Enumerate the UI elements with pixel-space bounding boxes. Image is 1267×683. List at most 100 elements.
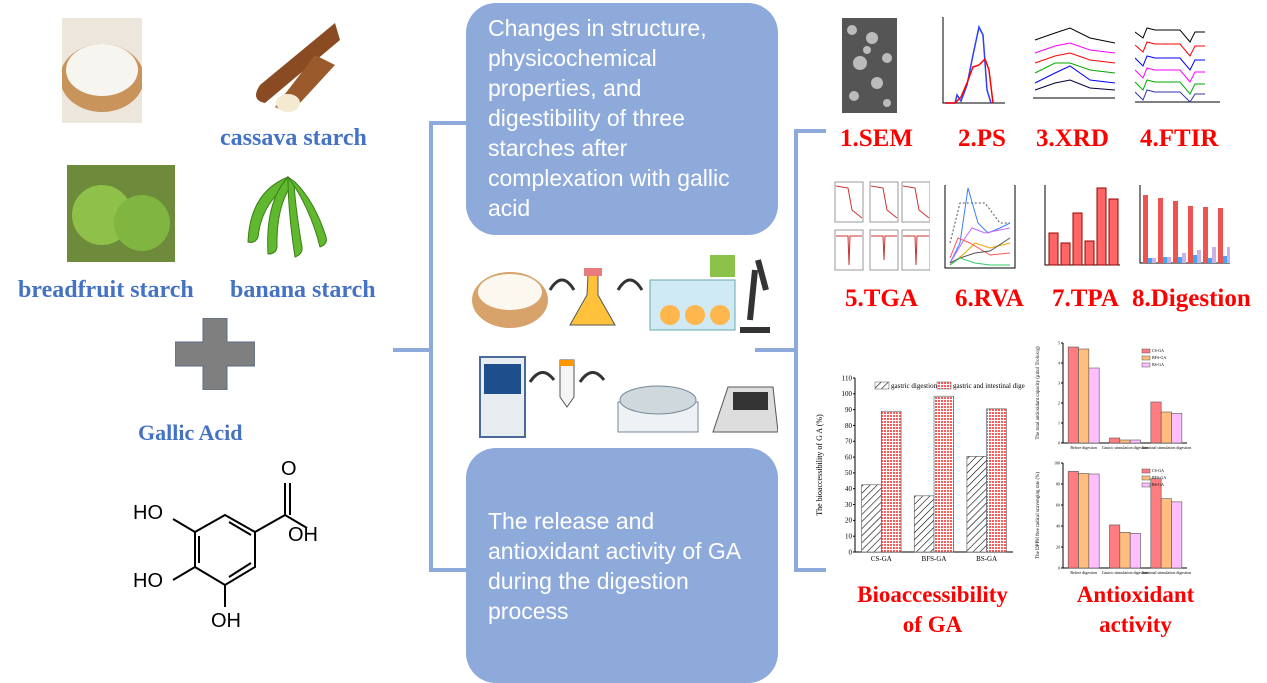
y-tick-label: 60 <box>1056 502 1060 507</box>
label-ps: 2.PS <box>958 125 1006 152</box>
y-tick-label: 2 <box>1058 400 1060 405</box>
bar <box>1067 346 1079 444</box>
bracket-right-bottom <box>794 568 826 572</box>
plus-icon <box>175 318 255 390</box>
legend-swatch <box>1141 482 1151 488</box>
arrow-icon <box>548 278 576 291</box>
y-tick-label: 20 <box>845 517 853 525</box>
legend-swatch <box>1141 475 1151 481</box>
y-tick-label: 60 <box>845 453 853 461</box>
y-tick-label: 1 <box>1058 420 1060 425</box>
bar <box>986 408 1007 553</box>
y-tick-label: 30 <box>845 501 853 509</box>
x-tick-label: Intestinal stimulation digestion <box>1142 570 1192 575</box>
bar <box>1109 437 1121 444</box>
y-tick-label: 0 <box>1058 565 1060 570</box>
x-tick-label: CS-GA <box>871 555 892 563</box>
ps-chart-thumb <box>942 17 1005 104</box>
y-tick-label: 100 <box>1054 460 1060 465</box>
starch-powder-image <box>62 18 142 123</box>
y-tick-label: 90 <box>845 406 853 414</box>
connector-line-right <box>755 348 797 352</box>
legend-label: BS-GA <box>1152 482 1164 487</box>
release-box: The release and antioxidant activity of … <box>466 448 778 683</box>
bar <box>1129 533 1141 569</box>
legend-label: gastric and intestinal digestion <box>953 382 1025 390</box>
x-tick-label: Gastric stimulation digestion <box>1102 570 1148 575</box>
bar <box>933 395 955 553</box>
bar <box>1150 401 1162 444</box>
bracket-top <box>429 121 467 125</box>
label-tpa: 7.TPA <box>1052 285 1119 312</box>
arrow-icon <box>616 278 644 291</box>
arrow-icon <box>578 371 606 383</box>
bracket-line <box>429 122 433 572</box>
tpa-chart-thumb <box>1044 185 1120 266</box>
legend-swatch <box>1141 362 1151 368</box>
y-tick-label: 50 <box>845 469 853 477</box>
breadfruit-image <box>67 165 175 262</box>
xrd-chart-thumb <box>1033 27 1115 99</box>
bar <box>1067 471 1079 569</box>
bracket-bottom <box>429 568 467 572</box>
ftir-chart-thumb <box>1135 27 1220 103</box>
bar <box>1119 532 1131 569</box>
atom-ho-mid: HO <box>133 570 163 592</box>
banana-image <box>247 175 327 258</box>
structure-box: Changes in structure, physicochemical pr… <box>466 3 778 235</box>
rva-chart-thumb <box>944 185 1016 269</box>
y-tick-label: 80 <box>845 422 853 430</box>
x-tick-label: Intestinal stimulation digestion <box>1142 445 1192 450</box>
microscope-icon <box>740 259 770 333</box>
bar <box>1129 439 1141 444</box>
bar <box>913 495 935 553</box>
bar <box>1171 413 1183 444</box>
bar <box>1109 524 1121 569</box>
atom-oh-acid: OH <box>288 524 318 546</box>
bar <box>1088 473 1100 569</box>
bar <box>881 410 902 553</box>
bar <box>1160 498 1172 569</box>
y-tick-label: 20 <box>1056 544 1060 549</box>
bar <box>1171 501 1183 569</box>
y-tick-label: 3 <box>1058 380 1060 385</box>
bar <box>1150 478 1162 569</box>
y-axis-label: The bioaccessibility of G A (%) <box>815 414 824 516</box>
x-tick-label: Gastric stimulation digestion <box>1102 445 1148 450</box>
bracket-line-right <box>794 130 798 572</box>
legend-swatch <box>936 381 952 390</box>
y-tick-label: 110 <box>842 374 853 382</box>
legend-swatch <box>1141 348 1151 354</box>
y-tick-label: 0 <box>1058 440 1060 445</box>
atom-ho-top: HO <box>133 502 163 524</box>
flask-icon <box>569 274 616 326</box>
banana-starch-label: banana starch <box>230 277 376 303</box>
y-tick-label: 40 <box>1056 523 1060 528</box>
legend-label: CS-GA <box>1152 468 1164 473</box>
legend-swatch <box>874 381 890 390</box>
x-tick-label: BFS-GA <box>922 555 947 563</box>
label-tga: 5.TGA <box>845 285 918 312</box>
sem-image <box>842 18 897 113</box>
legend-swatch <box>1141 355 1151 361</box>
x-tick-label: Before digestion <box>1070 445 1097 450</box>
x-tick-label: BS-GA <box>976 555 997 563</box>
y-tick-label: 4 <box>1058 360 1060 365</box>
workflow-row-2 <box>479 356 778 438</box>
y-tick-label: 10 <box>845 533 853 541</box>
y-axis-label: The total antioxidant capacity (μmol Tro… <box>1036 346 1041 439</box>
digestion-chart-thumb <box>1139 185 1230 264</box>
breadfruit-starch-label: breadfruit starch <box>18 277 194 303</box>
arrow-icon <box>528 371 556 383</box>
label-xrd: 3.XRD <box>1036 125 1109 152</box>
label-ftir: 4.FTIR <box>1140 125 1219 152</box>
label-sem: 1.SEM <box>840 125 913 152</box>
tga-chart-thumb <box>834 181 930 271</box>
connector-line <box>393 348 431 352</box>
bar <box>1088 367 1100 444</box>
y-tick-label: 70 <box>845 438 853 446</box>
x-tick-label: Before digestion <box>1070 570 1097 575</box>
label-rva: 6.RVA <box>955 285 1024 312</box>
